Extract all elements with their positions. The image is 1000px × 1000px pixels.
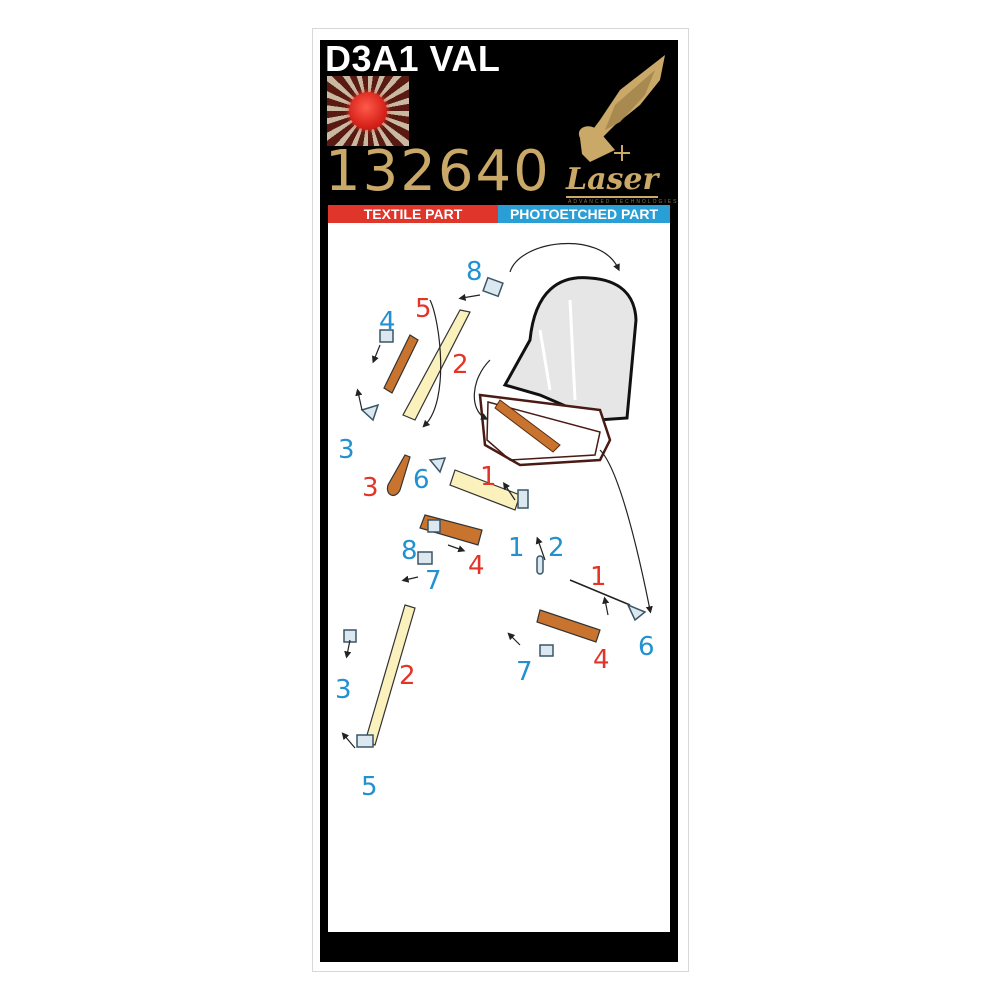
part-label-photoetched: 8 <box>401 536 418 566</box>
legend-photoetched-part: PHOTOETCHED PART <box>498 205 670 223</box>
part-label-textile: 1 <box>480 462 497 492</box>
seat-icon <box>478 276 638 467</box>
part-label-textile: 4 <box>468 551 485 581</box>
part-label-photoetched: 4 <box>379 307 396 337</box>
part-label-textile: 4 <box>593 645 610 675</box>
model-title: D3A1 VAL <box>325 38 501 79</box>
rising-sun-flag-icon <box>327 76 409 146</box>
part-label-photoetched: 8 <box>466 257 483 287</box>
part-label-textile: 1 <box>590 562 607 592</box>
part-label-textile: 2 <box>399 661 416 691</box>
brand-tagline: ADVANCED TECHNOLOGIES <box>568 199 679 205</box>
brand-logo: Laser <box>566 162 659 198</box>
part-label-photoetched: 6 <box>638 632 655 662</box>
assembly-drawing <box>341 242 653 749</box>
part-label-photoetched: 1 <box>508 533 525 563</box>
part-label-photoetched: 6 <box>413 465 430 495</box>
part-label-photoetched: 3 <box>335 675 352 705</box>
part-label-textile: 2 <box>452 350 469 380</box>
part-label-photoetched: 2 <box>548 533 565 563</box>
part-label-textile: 5 <box>415 294 432 324</box>
part-label-photoetched: 5 <box>361 772 378 802</box>
assembly-diagram <box>328 223 670 932</box>
part-label-photoetched: 7 <box>516 657 533 687</box>
legend-textile-part: TEXTILE PART <box>328 205 498 223</box>
part-label-textile: 3 <box>362 473 379 503</box>
eagle-logo-icon <box>578 55 665 162</box>
part-label-photoetched: 3 <box>338 435 355 465</box>
part-label-photoetched: 7 <box>425 566 442 596</box>
product-code: 132640 <box>325 139 551 204</box>
